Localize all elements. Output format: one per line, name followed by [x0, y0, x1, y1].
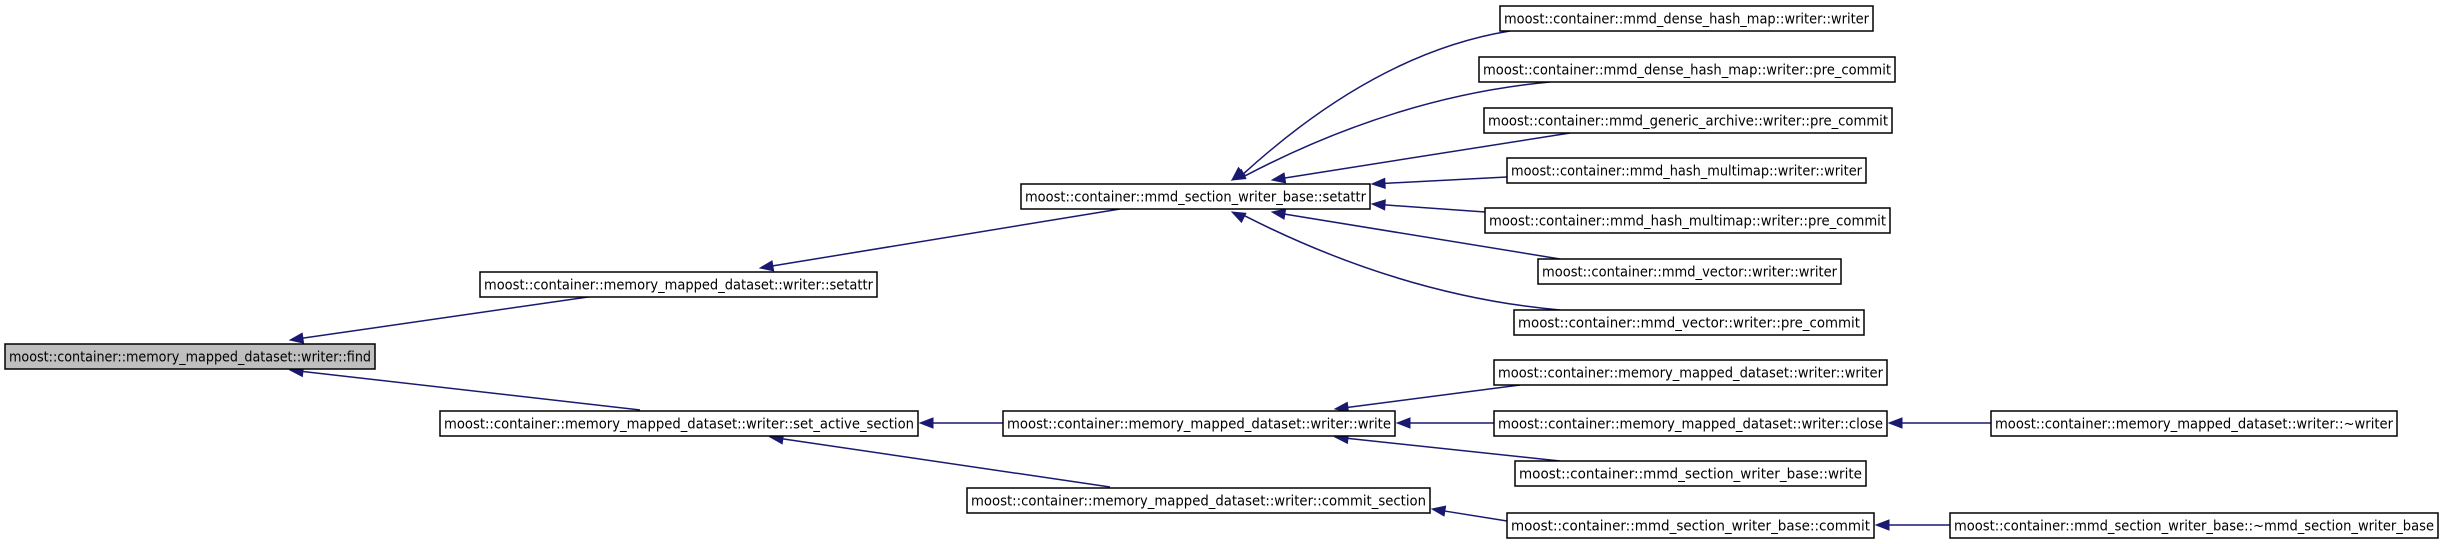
edge-mmds_writer-to-mmds_write — [1333, 384, 1521, 413]
node-label: moost::container::memory_mapped_dataset:… — [484, 278, 873, 294]
edge-mmds_setattr-to-find — [288, 295, 596, 344]
node-box — [1483, 107, 1893, 134]
edges-layer — [288, 30, 1991, 531]
arrowhead — [1370, 199, 1386, 211]
edge-mmds_dtor-to-mmds_close — [1887, 417, 1991, 429]
node-label: moost::container::memory_mapped_dataset:… — [1007, 417, 1391, 433]
node-mmds-close[interactable]: moost::container::memory_mapped_dataset:… — [1493, 410, 1888, 437]
node-box — [1513, 309, 1865, 336]
arrowhead — [288, 332, 305, 344]
node-label: moost::container::mmd_section_writer_bas… — [1511, 519, 1870, 535]
edge-ga_pre_commit-to-base_setattr — [1270, 132, 1571, 184]
node-label: moost::container::memory_mapped_dataset:… — [1498, 417, 1883, 433]
node-label: moost::container::memory_mapped_dataset:… — [971, 494, 1426, 510]
node-box — [439, 410, 919, 437]
edge-vec_writer-to-base_setattr — [1270, 208, 1561, 260]
arrowhead — [758, 260, 775, 272]
node-vec-pre-commit[interactable]: moost::container::mmd_vector::writer::pr… — [1513, 309, 1865, 336]
edge-vec_pre_commit-to-base_setattr — [1230, 211, 1561, 311]
node-label: moost::container::mmd_hash_multimap::wri… — [1511, 164, 1862, 180]
node-box — [1478, 56, 1896, 83]
node-label: moost::container::memory_mapped_dataset:… — [1995, 417, 2393, 433]
node-label: moost::container::mmd_vector::writer::pr… — [1518, 316, 1860, 332]
node-mmds-setattr[interactable]: moost::container::memory_mapped_dataset:… — [479, 271, 878, 298]
node-dhm-pre-commit[interactable]: moost::container::mmd_dense_hash_map::wr… — [1478, 56, 1896, 83]
arrowhead — [1270, 208, 1287, 220]
node-label: moost::container::memory_mapped_dataset:… — [9, 350, 371, 366]
node-box — [966, 487, 1431, 514]
node-label: moost::container::mmd_dense_hash_map::wr… — [1504, 12, 1869, 28]
node-box — [1002, 410, 1396, 437]
node-commit-section[interactable]: moost::container::memory_mapped_dataset:… — [966, 487, 1431, 514]
node-label: moost::container::mmd_dense_hash_map::wr… — [1483, 63, 1891, 79]
edge-mmds_write-to-set_active_section — [918, 417, 1003, 429]
arrowhead — [1270, 172, 1287, 184]
edge-base_dtor-to-base_commit — [1874, 519, 1950, 531]
edge-set_active_section-to-find — [288, 365, 641, 411]
arrowhead — [1230, 168, 1247, 181]
node-box — [1020, 183, 1371, 210]
arrowhead — [1370, 177, 1386, 190]
node-box — [1506, 157, 1867, 184]
node-vec-writer[interactable]: moost::container::mmd_vector::writer::wr… — [1537, 258, 1842, 285]
node-box — [1514, 460, 1867, 487]
arrowhead — [1887, 417, 1903, 429]
node-label: moost::container::mmd_hash_multimap::wri… — [1489, 214, 1886, 230]
arrowhead — [1874, 519, 1890, 531]
arrowhead — [918, 417, 934, 429]
arrowhead — [1430, 505, 1447, 517]
node-ga-pre-commit[interactable]: moost::container::mmd_generic_archive::w… — [1483, 107, 1893, 134]
node-dhm-writer[interactable]: moost::container::mmd_dense_hash_map::wr… — [1499, 5, 1874, 32]
node-mmds-write[interactable]: moost::container::memory_mapped_dataset:… — [1002, 410, 1396, 437]
edge-commit_section-to-set_active_section — [768, 433, 1111, 488]
node-base-commit[interactable]: moost::container::mmd_section_writer_bas… — [1506, 512, 1875, 539]
nodes-layer: moost::container::memory_mapped_dataset:… — [4, 5, 2439, 539]
node-box — [1990, 410, 2398, 437]
node-mmds-writer[interactable]: moost::container::memory_mapped_dataset:… — [1493, 359, 1888, 386]
edge-base_setattr-to-mmds_setattr — [758, 208, 1121, 272]
edge-hmm_pre_commit-to-base_setattr — [1370, 199, 1486, 213]
node-hmm-pre-commit[interactable]: moost::container::mmd_hash_multimap::wri… — [1484, 207, 1891, 234]
node-base-dtor[interactable]: moost::container::mmd_section_writer_bas… — [1949, 512, 2439, 539]
edge-base_write-to-mmds_write — [1333, 432, 1561, 462]
node-label: moost::container::mmd_section_writer_bas… — [1954, 519, 2434, 535]
arrowhead — [1395, 417, 1411, 429]
node-box — [1493, 359, 1888, 386]
node-box — [1484, 207, 1891, 234]
node-label: moost::container::mmd_section_writer_bas… — [1025, 190, 1366, 206]
node-label: moost::container::mmd_generic_archive::w… — [1488, 114, 1888, 130]
arrowhead — [1230, 211, 1247, 224]
node-find[interactable]: moost::container::memory_mapped_dataset:… — [4, 343, 376, 370]
node-label: moost::container::memory_mapped_dataset:… — [1498, 366, 1883, 382]
edge-hmm_writer-to-base_setattr — [1370, 176, 1508, 190]
node-box — [4, 343, 376, 370]
node-mmds-dtor[interactable]: moost::container::memory_mapped_dataset:… — [1990, 410, 2398, 437]
edge-base_commit-to-commit_section — [1430, 505, 1508, 522]
node-label: moost::container::mmd_vector::writer::wr… — [1542, 265, 1837, 281]
edge-mmds_close-to-mmds_write — [1395, 417, 1494, 429]
node-box — [1949, 512, 2439, 539]
node-box — [1499, 5, 1874, 32]
node-box — [1506, 512, 1875, 539]
node-box — [1537, 258, 1842, 285]
node-label: moost::container::mmd_section_writer_bas… — [1519, 467, 1862, 483]
node-box — [479, 271, 878, 298]
node-box — [1493, 410, 1888, 437]
node-hmm-writer[interactable]: moost::container::mmd_hash_multimap::wri… — [1506, 157, 1867, 184]
edge-dhm_writer-to-base_setattr — [1230, 30, 1511, 181]
edge-dhm_pre_commit-to-base_setattr — [1230, 81, 1551, 181]
node-label: moost::container::memory_mapped_dataset:… — [444, 417, 914, 433]
node-base-setattr[interactable]: moost::container::mmd_section_writer_bas… — [1020, 183, 1371, 210]
node-set-active-section[interactable]: moost::container::memory_mapped_dataset:… — [439, 410, 919, 437]
node-base-write[interactable]: moost::container::mmd_section_writer_bas… — [1514, 460, 1867, 487]
